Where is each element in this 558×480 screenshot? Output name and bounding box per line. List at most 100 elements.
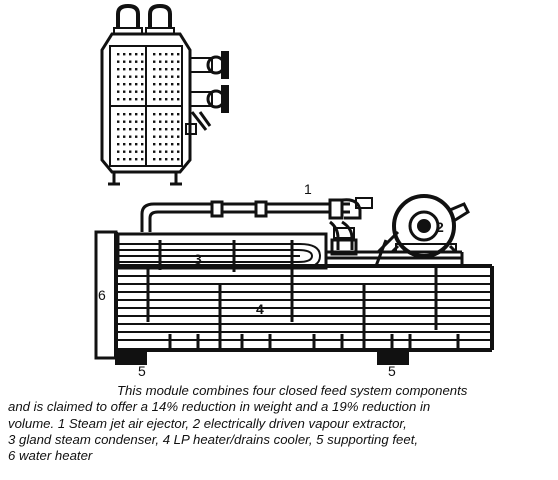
- tube-hole: [129, 150, 132, 153]
- tube-hole: [165, 98, 168, 101]
- tube-hole: [171, 158, 174, 161]
- tube-hole: [141, 53, 144, 56]
- tube-hole: [165, 90, 168, 93]
- tube-hole: [135, 75, 138, 78]
- figure-caption: This module combines four closed feed sy…: [8, 383, 553, 464]
- tube-hole: [165, 60, 168, 63]
- tube-hole: [129, 53, 132, 56]
- tube-hole: [123, 68, 126, 71]
- tube-hole: [123, 53, 126, 56]
- tube-hole: [123, 128, 126, 131]
- tube-hole: [165, 68, 168, 71]
- tube-hole: [129, 143, 132, 146]
- tube-hole: [165, 53, 168, 56]
- tube-hole: [129, 135, 132, 138]
- tube-hole: [117, 113, 120, 116]
- tube-hole: [117, 143, 120, 146]
- tube-hole: [135, 98, 138, 101]
- tube-hole: [123, 113, 126, 116]
- tube-hole: [141, 128, 144, 131]
- label-5-foot-left: 5: [138, 363, 146, 379]
- tube-hole: [129, 68, 132, 71]
- tube-hole: [177, 150, 180, 153]
- tube-hole: [177, 158, 180, 161]
- tube-hole: [177, 83, 180, 86]
- tube-hole: [171, 120, 174, 123]
- tube-hole: [153, 143, 156, 146]
- tube-hole: [117, 135, 120, 138]
- tube-hole: [171, 98, 174, 101]
- tube-hole: [165, 135, 168, 138]
- tube-hole: [117, 128, 120, 131]
- tube-hole: [123, 60, 126, 63]
- tube-hole: [123, 158, 126, 161]
- tube-hole: [153, 158, 156, 161]
- label-2-extractor: 2: [436, 219, 444, 235]
- tube-hole: [171, 83, 174, 86]
- tube-hole: [117, 158, 120, 161]
- vapour-extractor: [390, 194, 470, 258]
- tube-hole: [171, 150, 174, 153]
- tube-hole: [135, 135, 138, 138]
- tube-pattern: [117, 53, 180, 161]
- tube-hole: [129, 98, 132, 101]
- tube-hole: [165, 83, 168, 86]
- tube-hole: [165, 158, 168, 161]
- tube-hole: [123, 83, 126, 86]
- caption-line: This module combines four closed feed sy…: [117, 383, 468, 398]
- tube-hole: [177, 128, 180, 131]
- tube-hole: [117, 90, 120, 93]
- tube-hole: [117, 98, 120, 101]
- tube-hole: [117, 53, 120, 56]
- tube-hole: [159, 143, 162, 146]
- tube-hole: [159, 150, 162, 153]
- tube-hole: [165, 128, 168, 131]
- tube-hole: [165, 143, 168, 146]
- tube-hole: [123, 150, 126, 153]
- tube-hole: [153, 150, 156, 153]
- tube-hole: [159, 135, 162, 138]
- tube-hole: [171, 68, 174, 71]
- tube-hole: [159, 83, 162, 86]
- tube-hole: [141, 113, 144, 116]
- tube-hole: [141, 98, 144, 101]
- tube-hole: [141, 90, 144, 93]
- tube-hole: [129, 158, 132, 161]
- tube-hole: [117, 83, 120, 86]
- tube-hole: [153, 90, 156, 93]
- tube-hole: [159, 53, 162, 56]
- tube-hole: [177, 113, 180, 116]
- tube-hole: [177, 75, 180, 78]
- tube-hole: [117, 68, 120, 71]
- tube-hole: [141, 68, 144, 71]
- tube-hole: [123, 143, 126, 146]
- tube-hole: [129, 60, 132, 63]
- tube-hole: [135, 68, 138, 71]
- label-3-condenser: 3: [194, 251, 202, 267]
- tube-hole: [171, 143, 174, 146]
- tube-hole: [165, 75, 168, 78]
- tube-hole: [123, 120, 126, 123]
- tube-hole: [141, 143, 144, 146]
- tube-hole: [141, 135, 144, 138]
- tube-hole: [117, 150, 120, 153]
- tube-hole: [123, 90, 126, 93]
- tube-hole: [153, 98, 156, 101]
- tube-hole: [177, 98, 180, 101]
- label-1-ejector: 1: [304, 181, 312, 197]
- tube-hole: [159, 60, 162, 63]
- tube-hole: [141, 83, 144, 86]
- tube-hole: [153, 75, 156, 78]
- tube-hole: [159, 128, 162, 131]
- tube-hole: [159, 120, 162, 123]
- module-diagram: 1 2 3 4 5 5 6: [94, 3, 494, 379]
- side-view: [94, 230, 494, 365]
- tube-hole: [135, 143, 138, 146]
- tube-hole: [177, 143, 180, 146]
- tube-hole: [153, 120, 156, 123]
- tube-hole: [135, 113, 138, 116]
- tube-hole: [177, 120, 180, 123]
- tube-hole: [135, 158, 138, 161]
- tube-hole: [123, 135, 126, 138]
- tube-hole: [171, 135, 174, 138]
